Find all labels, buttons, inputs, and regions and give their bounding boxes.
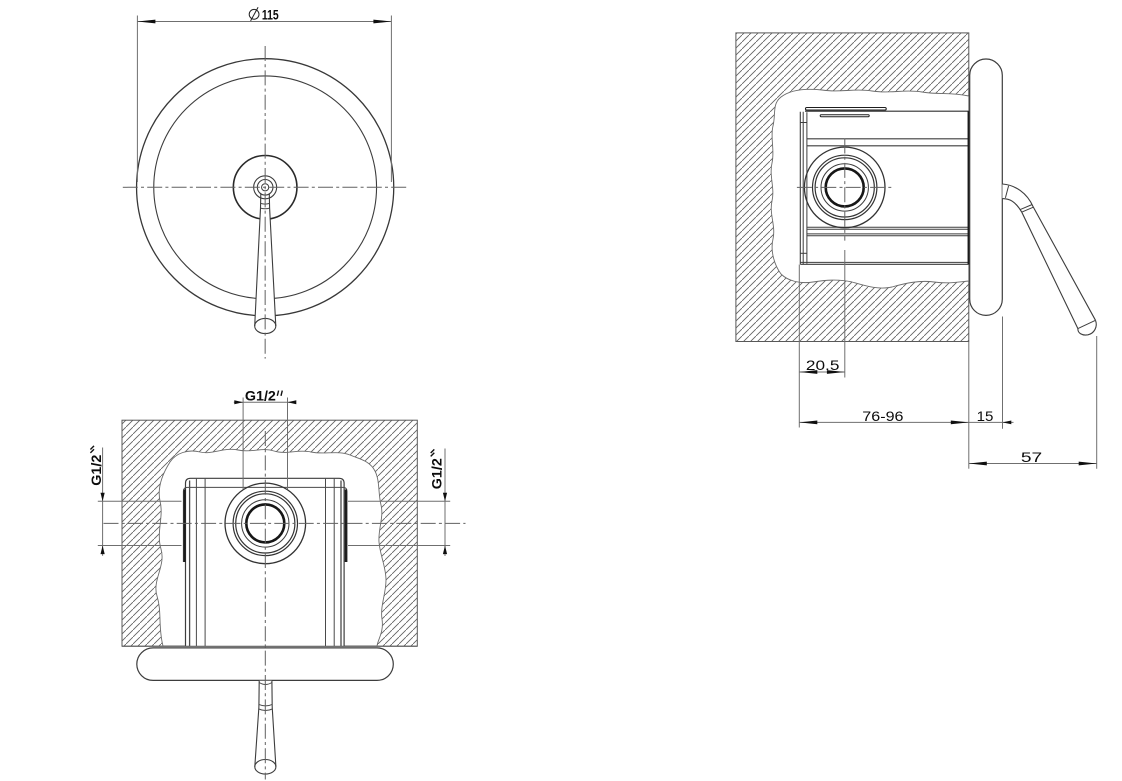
svg-text:115: 115	[262, 7, 279, 23]
svg-text:G1/2: G1/2	[245, 388, 276, 404]
svg-text:G1/2: G1/2	[88, 454, 104, 485]
svg-text:76-96: 76-96	[862, 408, 903, 424]
svg-text:20.5: 20.5	[806, 357, 840, 373]
svg-text:57: 57	[1021, 449, 1043, 465]
svg-text:G1/2: G1/2	[429, 458, 445, 489]
svg-text:15: 15	[977, 408, 994, 424]
